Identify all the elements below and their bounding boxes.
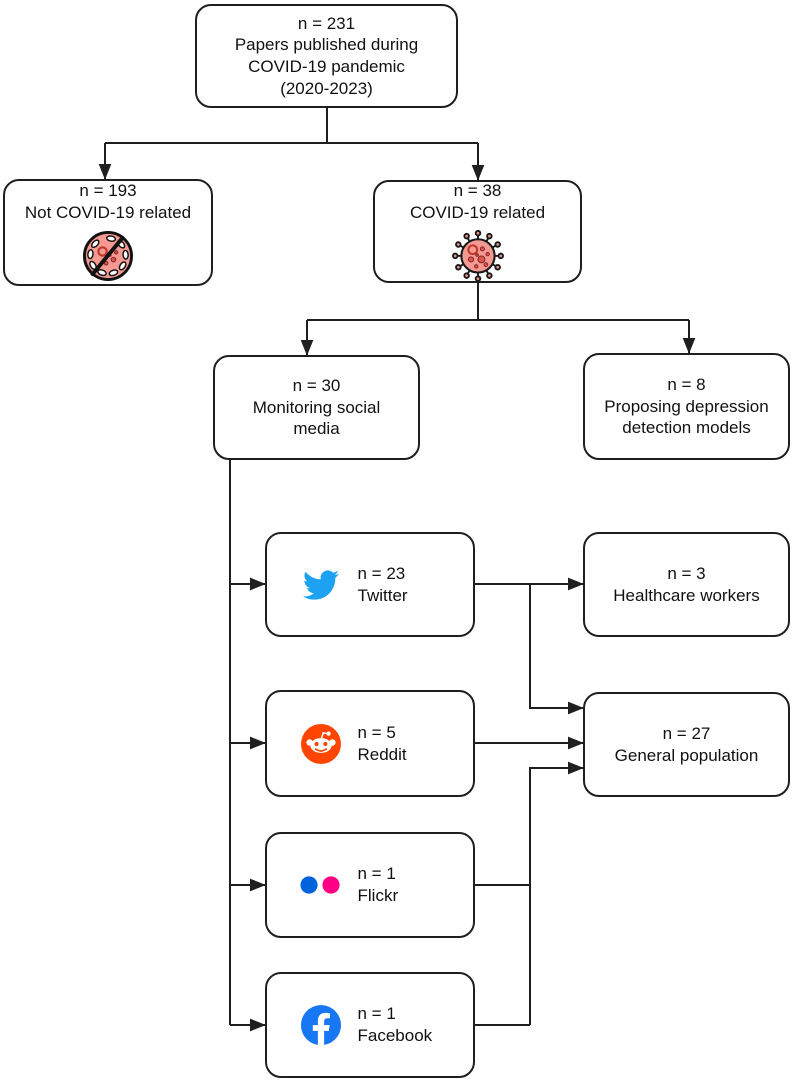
node-label-line: Proposing depression: [604, 396, 769, 416]
node-count: n = 3: [667, 563, 706, 583]
node-general-population: n = 27 General population: [583, 692, 790, 797]
node-reddit: n = 5 Reddit: [265, 690, 475, 797]
node-count: n = 231: [297, 13, 356, 33]
node-covid-related: n = 38 COVID-19 related: [373, 180, 582, 283]
node-count: n = 23: [357, 563, 406, 583]
node-papers-published: n = 231 Papers published during COVID-19…: [195, 4, 458, 108]
node-label-line: COVID-19 related: [409, 203, 546, 222]
node-proposing-detection-models: n = 8 Proposing depression detection mod…: [583, 353, 790, 460]
no-virus-icon: [77, 227, 139, 285]
node-count: n = 8: [667, 374, 706, 394]
node-label-line: Not COVID-19 related: [24, 203, 192, 222]
flickr-icon: [297, 875, 345, 895]
edge-twitter-to-general: [529, 584, 584, 715]
node-count: n = 1: [357, 1004, 396, 1024]
edge-flickr-facebook-to-general: [529, 761, 584, 1025]
node-twitter: n = 23 Twitter: [265, 532, 475, 637]
facebook-icon: [297, 1005, 345, 1045]
node-count: n = 5: [357, 722, 396, 742]
node-label-line: Healthcare workers: [613, 585, 760, 605]
twitter-icon: [297, 567, 345, 603]
node-label-line: Reddit: [357, 744, 407, 764]
node-count: n = 27: [662, 723, 711, 743]
node-count: n = 38: [453, 181, 502, 201]
node-count: n = 1: [357, 864, 396, 884]
node-label-line: Papers published during: [234, 35, 419, 55]
node-label-line: Twitter: [357, 585, 408, 605]
node-label-line: Flickr: [357, 886, 399, 905]
node-healthcare-workers: n = 3 Healthcare workers: [583, 532, 790, 637]
node-label-line: General population: [614, 745, 759, 765]
reddit-icon: [297, 723, 345, 764]
virus-icon: [449, 227, 507, 283]
node-facebook: n = 1 Facebook: [265, 972, 475, 1078]
node-label-line: (2020-2023): [280, 78, 373, 98]
node-flickr: n = 1 Flickr: [265, 832, 475, 938]
node-label-line: media: [293, 419, 340, 439]
node-count: n = 30: [292, 375, 341, 395]
node-label-line: Monitoring social: [252, 397, 381, 417]
node-monitoring-social-media: n = 30 Monitoring social media: [213, 355, 420, 460]
node-label-line: detection models: [622, 418, 751, 438]
node-label-line: COVID-19 pandemic: [248, 57, 405, 76]
node-count: n = 193: [79, 181, 137, 201]
node-not-covid-related: n = 193 Not COVID-19 related: [3, 179, 213, 286]
node-label-line: Facebook: [357, 1026, 433, 1045]
